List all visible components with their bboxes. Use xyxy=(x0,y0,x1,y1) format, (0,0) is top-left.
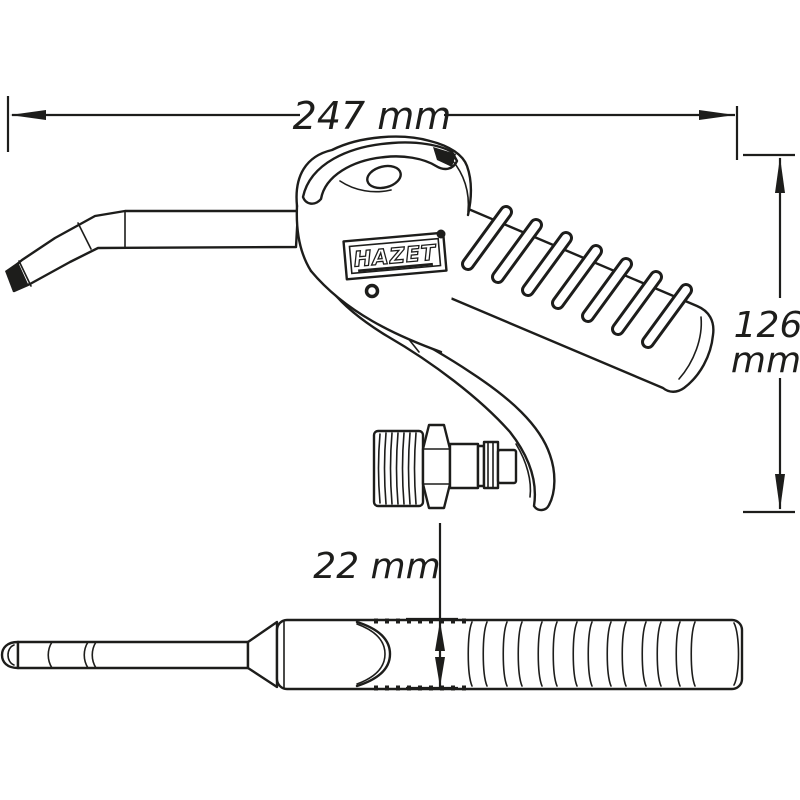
release-lever xyxy=(301,141,470,213)
dim-height-value: 126 xyxy=(734,305,800,346)
bottom-nozzle-tip xyxy=(0,640,20,670)
lever-link xyxy=(366,164,402,190)
arrow-down xyxy=(775,474,785,510)
arrow-right xyxy=(699,110,735,120)
nozzle-tip xyxy=(5,262,28,292)
plug-shaft xyxy=(448,442,480,490)
arrow-grip-down xyxy=(435,657,445,687)
coupling-plug xyxy=(372,423,518,510)
dimension-grip-width: 22 mm xyxy=(313,523,458,690)
dimension-overall-length: 247 mm xyxy=(6,94,739,160)
hazet-logo: HAZET xyxy=(342,231,448,281)
plug-nipple xyxy=(496,448,518,485)
side-view: HAZET xyxy=(5,135,715,512)
dim-length-label: 247 mm xyxy=(293,94,452,138)
arrow-grip-up xyxy=(435,621,445,651)
bottom-nozzle-tube xyxy=(16,640,250,670)
trigger-lever xyxy=(330,289,556,512)
screw-hole xyxy=(364,283,380,299)
nozzle-tube xyxy=(5,209,300,293)
dim-height-unit: mm xyxy=(731,340,800,381)
dim-grip-label: 22 mm xyxy=(313,546,440,587)
grip-ribs xyxy=(461,205,693,349)
arrow-left xyxy=(10,110,46,120)
arrow-up xyxy=(775,157,785,193)
plug-hex-nut xyxy=(421,423,452,510)
bottom-collar xyxy=(246,620,279,689)
bottom-view xyxy=(0,618,744,691)
plug-collar xyxy=(482,440,500,490)
bottom-grip-ribs xyxy=(467,621,696,687)
lever-tip xyxy=(433,147,456,167)
logo-dot xyxy=(436,229,446,239)
bottom-handle-body xyxy=(275,618,744,691)
dimension-overall-height: 126 mm xyxy=(731,153,800,514)
